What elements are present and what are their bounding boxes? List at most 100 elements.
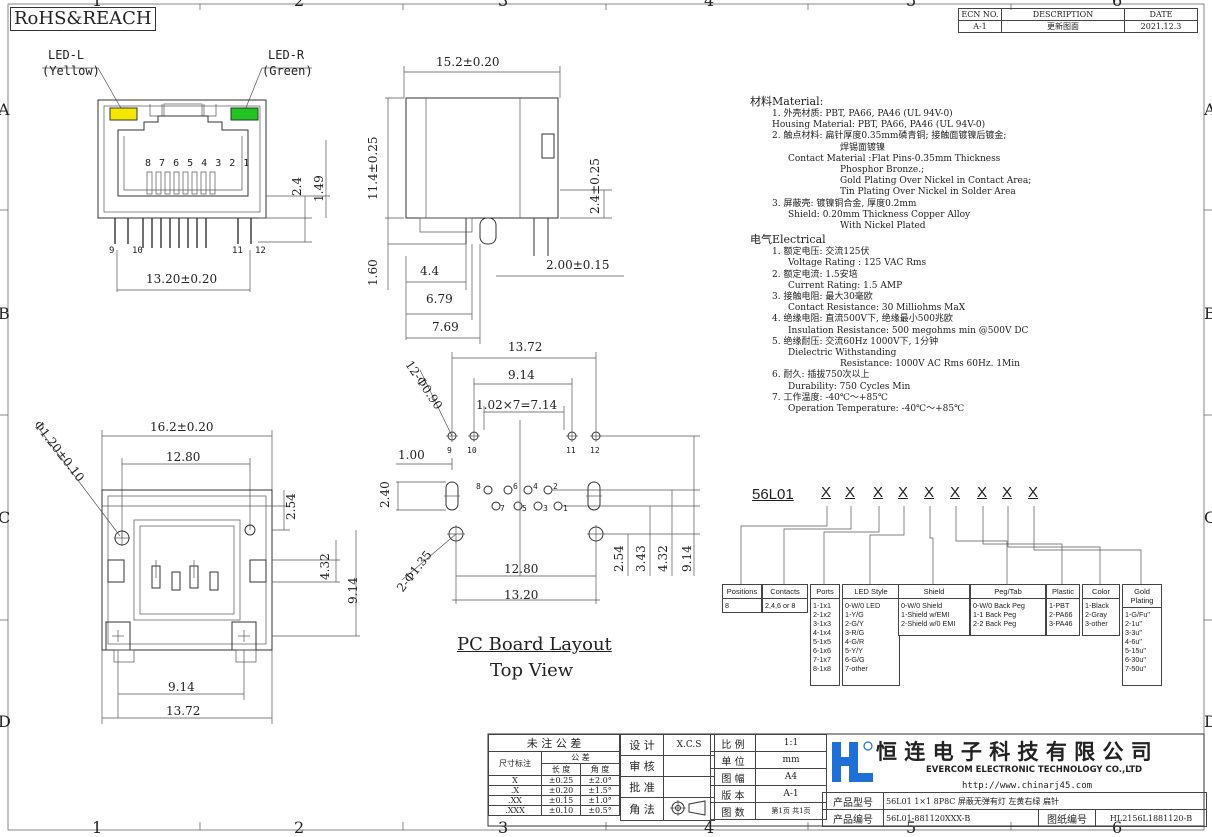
pcb-pin-5: 5: [522, 504, 527, 513]
front-dim-width: 13.20±0.20: [146, 272, 218, 286]
side-dim-2-00: 2.00±0.15: [546, 258, 610, 272]
sheet-unit-label: 单 位: [710, 751, 756, 769]
signoff-designer: X.C.S: [663, 734, 715, 756]
option-item: 2-2 Back Peg: [973, 619, 1017, 628]
option-item: 0-W/0 LED: [845, 601, 881, 610]
col-label-top-4: 4: [704, 0, 715, 10]
col-label-bottom-3: 3: [498, 818, 509, 837]
pcb-pin-11: 11: [566, 446, 576, 455]
led-left-label: LED-L: [48, 48, 85, 62]
product-info-table: 产品型号 56L01 1×1 8P8C 屏蔽无弹有灯 左黄右绿 扁针 产品编号 …: [822, 792, 1207, 827]
part-code: 56L01: [752, 486, 794, 503]
pcb-pin-9: 9: [447, 446, 452, 455]
option-item: 5-1x5: [813, 637, 831, 646]
pcb-caption-title: PC Board Layout: [457, 634, 612, 655]
front-pin-10: 10: [132, 246, 143, 256]
row-label-right-a: A: [1204, 100, 1212, 119]
material-line: With Nickel Plated: [840, 221, 926, 232]
option-item: 2-G/Y: [845, 619, 864, 628]
option-item: 1-1x1: [813, 601, 831, 610]
col-label-bottom-2: 2: [294, 818, 305, 837]
pcb-pin-10: 10: [467, 446, 477, 455]
electrical-line: Current Rating: 1.5 AMP: [788, 280, 903, 291]
col-label-top-3: 3: [498, 0, 509, 10]
electrical-line: Voltage Rating : 125 VAC Rms: [788, 258, 927, 269]
material-line: Shield: 0.20mm Thickness Copper Alloy: [788, 209, 971, 220]
pcb-dim-13-20: 13.20: [504, 588, 539, 602]
sheet-count-value: 第1页 共1页: [755, 802, 827, 820]
drawing-number-label: 图纸编号: [1038, 809, 1096, 827]
option-item: 2-1x2: [813, 610, 831, 619]
option-body: 2,4,6 or 8: [763, 599, 807, 612]
option-header: Shield: [899, 585, 969, 599]
option-item: 2-1u": [1125, 619, 1142, 628]
electrical-line: 4. 绝缘电阻: 直流500V下, 绝缘最小500兆欧: [772, 314, 953, 325]
option-item: 5-15u": [1125, 646, 1146, 655]
sheet-count-label: 图 数: [710, 802, 756, 820]
specification-notes: 材料Material: 1. 外壳材质: PBT, PA66, PA46 (UL…: [750, 94, 1031, 415]
bottom-dim-13-72: 13.72: [166, 704, 201, 718]
option-header: LED Style: [843, 585, 899, 599]
option-item: 2-Gray: [1085, 610, 1107, 619]
part-code-leader: [740, 506, 828, 584]
part-code-placeholder: X: [1028, 484, 1039, 501]
sheet-scale-value: 1:1: [755, 734, 827, 752]
bottom-dim-9-14-b: 9.14: [168, 680, 195, 694]
company-logo-icon: [832, 741, 873, 782]
projection-symbol: [663, 797, 715, 821]
rev-date: 2021.12.3: [1124, 20, 1198, 33]
pcb-pin-1: 1: [563, 504, 568, 513]
sheet-version-value: A-1: [755, 785, 827, 803]
option-header: Positions: [723, 585, 761, 599]
pcb-pin-7: 7: [500, 504, 505, 513]
option-item: 2,4,6 or 8: [765, 601, 796, 610]
option-item: 7-1x7: [813, 655, 831, 664]
tol-row-3-c: ±0.5°: [580, 805, 620, 816]
electrical-title: 电气Electrical: [750, 233, 826, 247]
col-label-top-5: 5: [906, 0, 917, 10]
sheet-scale-label: 比 例: [710, 734, 756, 752]
sheet-version-label: 版 本: [710, 785, 756, 803]
option-item: 3-PA46: [1049, 619, 1073, 628]
pcb-dim-13-72: 13.72: [508, 340, 543, 354]
col-label-bottom-6: 6: [1112, 818, 1123, 837]
led-left-indicator: [109, 107, 138, 121]
led-left-color-label: (Yellow): [42, 64, 100, 78]
tol-row-1-c: ±1.5°: [580, 785, 620, 796]
option-item: 1-Black: [1085, 601, 1109, 610]
part-code-leader: [955, 506, 1008, 584]
tol-row-2-b: ±0.15: [541, 795, 581, 806]
side-dim-7-69: 7.69: [432, 320, 459, 334]
signoff-table: 设 计 X.C.S 审 核 批 准 角 法: [620, 734, 715, 821]
third-angle-projection-icon: [670, 799, 706, 816]
option-item: 7-50u": [1125, 664, 1146, 673]
led-right-label: LED-R: [268, 48, 305, 62]
tol-row-2-c: ±1.0°: [580, 795, 620, 806]
col-label-bottom-5: 5: [906, 818, 917, 837]
side-dim-6-79: 6.79: [426, 292, 453, 306]
tol-row-3-a: .XXX: [488, 805, 542, 816]
signoff-design-label: 设 计: [620, 734, 664, 756]
tol-row-0-b: ±0.25: [541, 775, 581, 786]
company-name-cn: 恒 连 电 子 科 技 有 限 公 司: [876, 740, 1152, 764]
part-code-leader: [1007, 506, 1101, 584]
material-line: 3. 屏蔽壳: 镀镍铜合金, 厚度0.2mm: [772, 198, 917, 209]
side-dim-4-4: 4.4: [420, 264, 440, 278]
part-code-placeholder: X: [977, 484, 988, 501]
option-header: Peg/Tab: [971, 585, 1045, 599]
tol-row-0-a: X: [488, 775, 542, 786]
col-label-bottom-4: 4: [704, 818, 715, 837]
option-item: 6-G/G: [845, 655, 865, 664]
sheet-size-value: A4: [755, 768, 827, 786]
option-item: 6-1x6: [813, 646, 831, 655]
option-item: 1-Y/G: [845, 610, 864, 619]
option-item: 1-Shield w/EMI: [901, 610, 950, 619]
